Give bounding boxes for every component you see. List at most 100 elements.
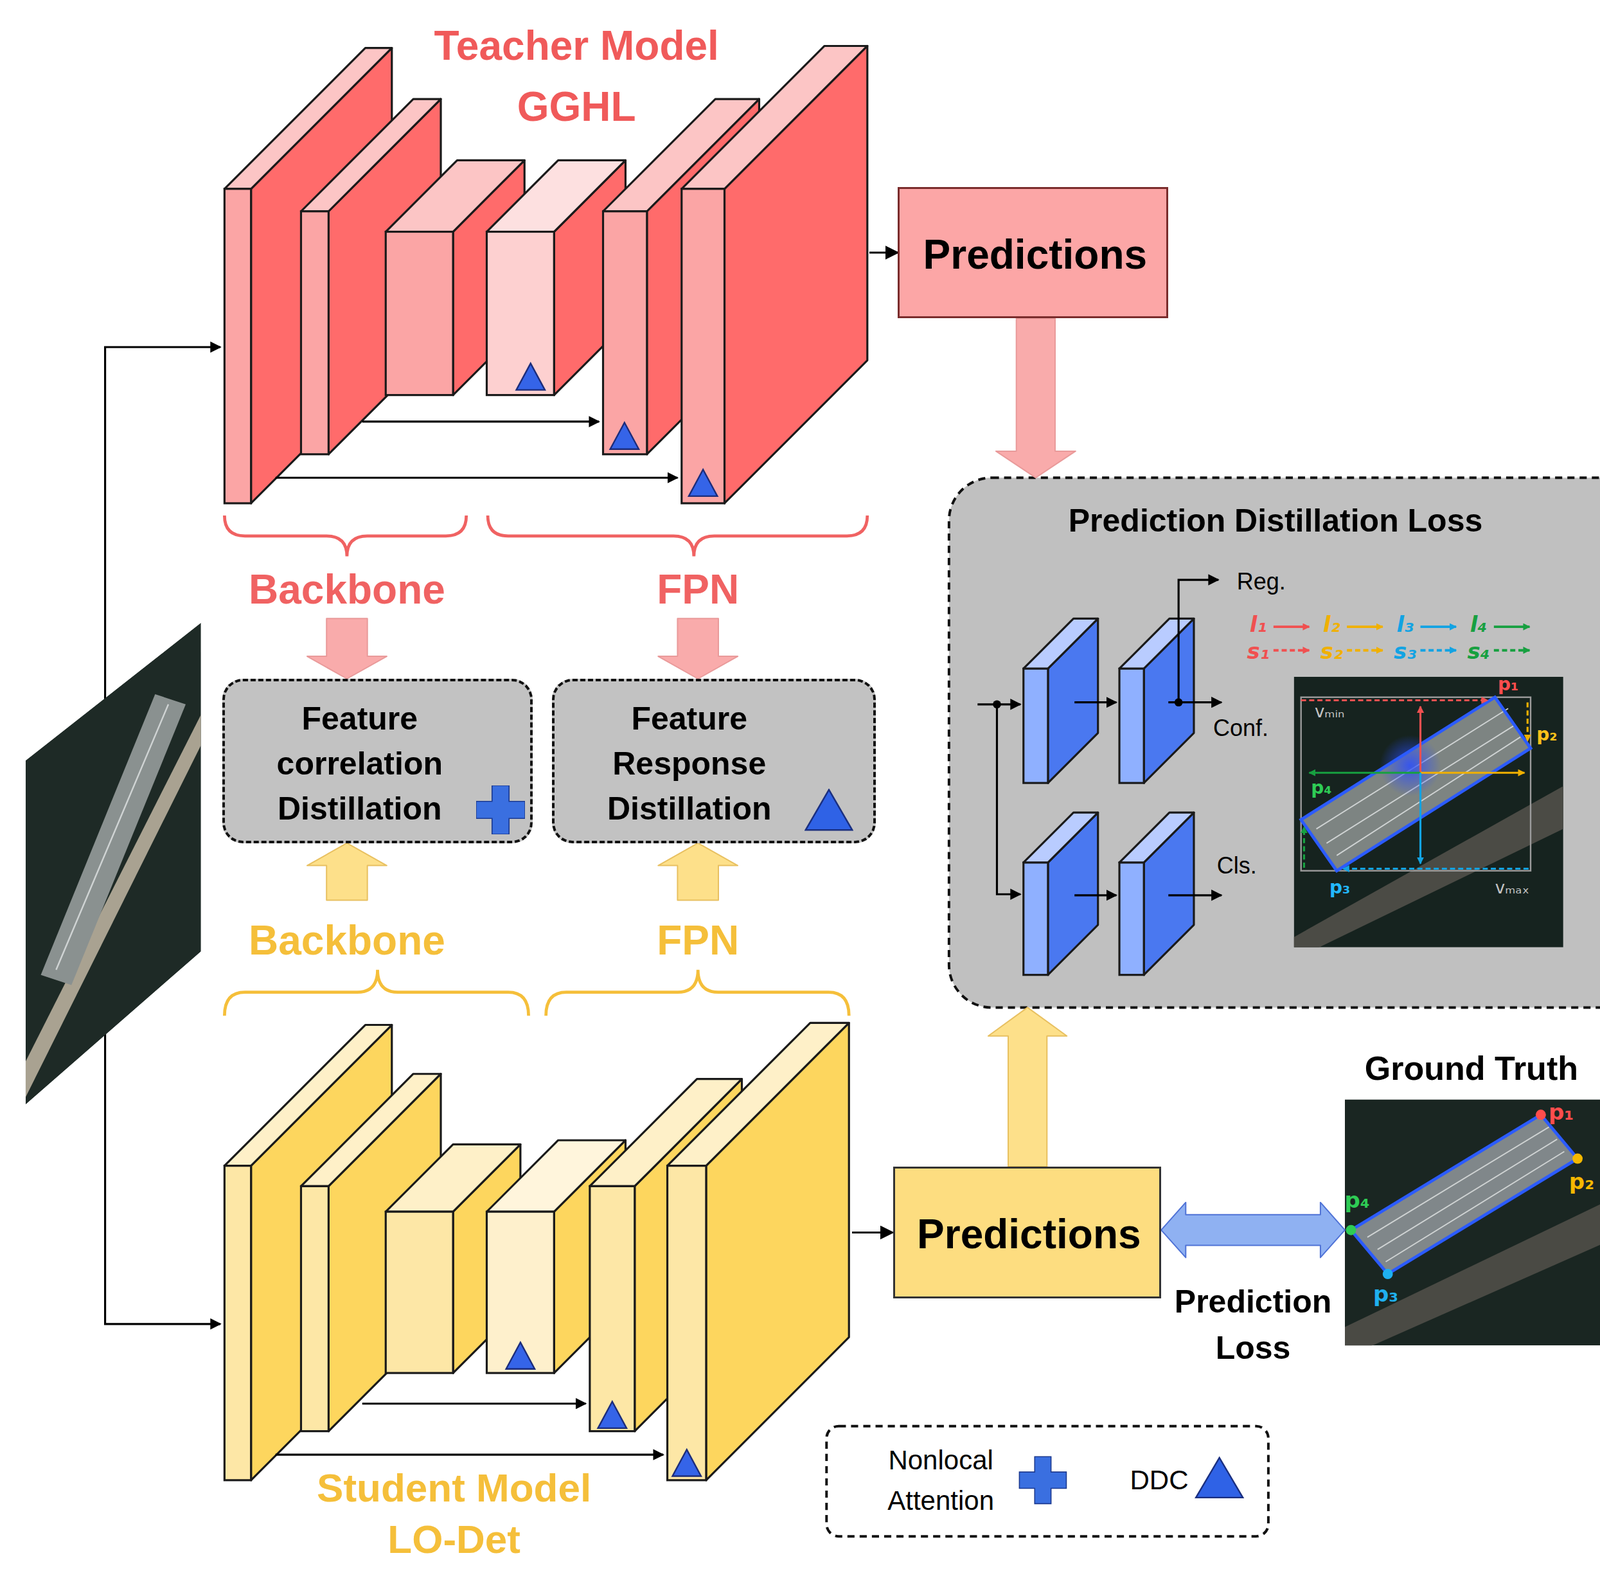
oriented-box	[1351, 1114, 1579, 1274]
block-arrow	[657, 843, 738, 901]
part-label: Conf.	[1213, 714, 1269, 741]
node-title: Prediction Distillation Loss	[986, 501, 1565, 540]
layer-front-face	[486, 1211, 554, 1373]
offset-arrow	[1308, 771, 1421, 774]
pier	[25, 714, 202, 1098]
brace	[487, 515, 868, 557]
node-title: Student Model LO-Det	[280, 1461, 628, 1565]
part-label: Backbone	[248, 566, 446, 614]
layer-front-face	[1119, 862, 1144, 975]
layer-front-face	[1023, 668, 1049, 783]
corner-dot	[1535, 1109, 1547, 1120]
legend-text: Nonlocal Attention	[866, 1439, 1015, 1521]
teacher-network: Teacher Model GGHL	[222, 12, 870, 619]
part-label: Reg.	[1236, 568, 1286, 595]
offset-arrow	[1301, 699, 1489, 702]
part-label: FPN	[656, 916, 739, 965]
plus-shape	[476, 785, 525, 835]
part-label: FPN	[656, 566, 739, 614]
node-title: Ground Truth	[1349, 1048, 1594, 1088]
skip-connection	[275, 1453, 664, 1456]
node-title: Teacher Model GGHL	[402, 15, 750, 137]
part-label: p₁	[1497, 674, 1519, 695]
head-wire	[1074, 701, 1117, 703]
part-label: Backbone	[248, 916, 446, 965]
layer-front-face	[224, 1165, 251, 1480]
part-label: l₁	[1249, 611, 1268, 637]
head-wire	[996, 704, 1021, 894]
input-image	[25, 622, 202, 1105]
triangle-symbol	[1195, 1457, 1243, 1498]
part-label: vₘₐₓ	[1495, 878, 1530, 898]
layer-top-face	[667, 1022, 850, 1165]
bounding-box	[1301, 697, 1531, 871]
ship	[1301, 697, 1531, 871]
part-label: l₄	[1470, 611, 1488, 637]
offset-arrow	[1303, 826, 1306, 868]
layer-front-face	[589, 1185, 635, 1431]
part-label: p₃	[1329, 877, 1351, 898]
block-arrow	[307, 843, 387, 901]
key-arrow	[1420, 648, 1457, 652]
triangle-symbol	[804, 788, 854, 831]
ddc-triangle	[598, 1401, 627, 1428]
water	[25, 622, 202, 1105]
loss-panel	[949, 477, 1600, 1007]
brace	[224, 515, 466, 557]
ddc-triangle	[688, 469, 718, 497]
layer-top-face	[1023, 812, 1099, 863]
layer-front-face	[681, 188, 725, 504]
ddc-triangle	[672, 1448, 701, 1476]
layer-top-face	[300, 1073, 441, 1187]
layer-front-face	[300, 211, 329, 455]
prediction-box: Predictions	[893, 1166, 1162, 1298]
corner-dot	[1346, 1224, 1357, 1236]
offset-arrow	[1419, 772, 1422, 863]
arrow-line	[852, 1231, 894, 1234]
part-label: l₂	[1323, 611, 1341, 637]
plus-symbol	[476, 785, 525, 835]
layer-front-face	[300, 1185, 329, 1431]
head-layers	[1023, 618, 1194, 975]
legend-box	[826, 1425, 1269, 1537]
part-label: p₂	[1569, 1168, 1595, 1194]
part-label: s₃	[1393, 638, 1417, 664]
ship-deck	[55, 704, 169, 970]
node-title: Feature correlation Distillation	[250, 695, 470, 831]
skip-connection	[362, 1402, 587, 1405]
layer-top-face	[1023, 618, 1099, 669]
corner-dot	[1572, 1153, 1583, 1164]
part-label: s₁	[1246, 638, 1270, 664]
layer-front-face	[667, 1165, 707, 1480]
head-wire	[1168, 893, 1222, 896]
layer-front-face	[385, 1211, 454, 1373]
ship-deck	[1316, 708, 1521, 856]
distillation-box: Feature correlation Distillation	[222, 678, 533, 844]
part-label: vₘᵢₙ	[1314, 702, 1345, 722]
edge-label: Prediction Loss	[1156, 1278, 1350, 1372]
layer-front-face	[1023, 862, 1049, 975]
node-title: Feature Response Distillation	[580, 695, 799, 831]
layer-top-face	[300, 98, 441, 212]
head-wire	[1178, 579, 1219, 703]
offset-arrow	[1342, 867, 1529, 870]
ship	[1351, 1114, 1579, 1274]
part-label: s₂	[1320, 638, 1343, 664]
student-layers	[224, 1022, 849, 1480]
water	[1344, 1098, 1600, 1345]
student-network: Student Model LO-Det	[222, 900, 853, 1567]
ddc-triangle	[506, 1341, 535, 1369]
layer-top-face	[1119, 812, 1194, 863]
skip-connection	[275, 476, 678, 479]
oriented-box	[1301, 697, 1531, 871]
arrow-line	[869, 251, 898, 254]
part-label: Cls.	[1217, 852, 1257, 879]
key-arrow	[1493, 625, 1530, 628]
node-title: Predictions	[900, 1209, 1158, 1259]
corner-dot	[1382, 1268, 1394, 1279]
part-label: s₄	[1466, 638, 1490, 664]
offset-arrow	[1526, 702, 1529, 741]
legend-text: DDC	[1107, 1459, 1211, 1500]
block-arrow	[1161, 1202, 1345, 1258]
